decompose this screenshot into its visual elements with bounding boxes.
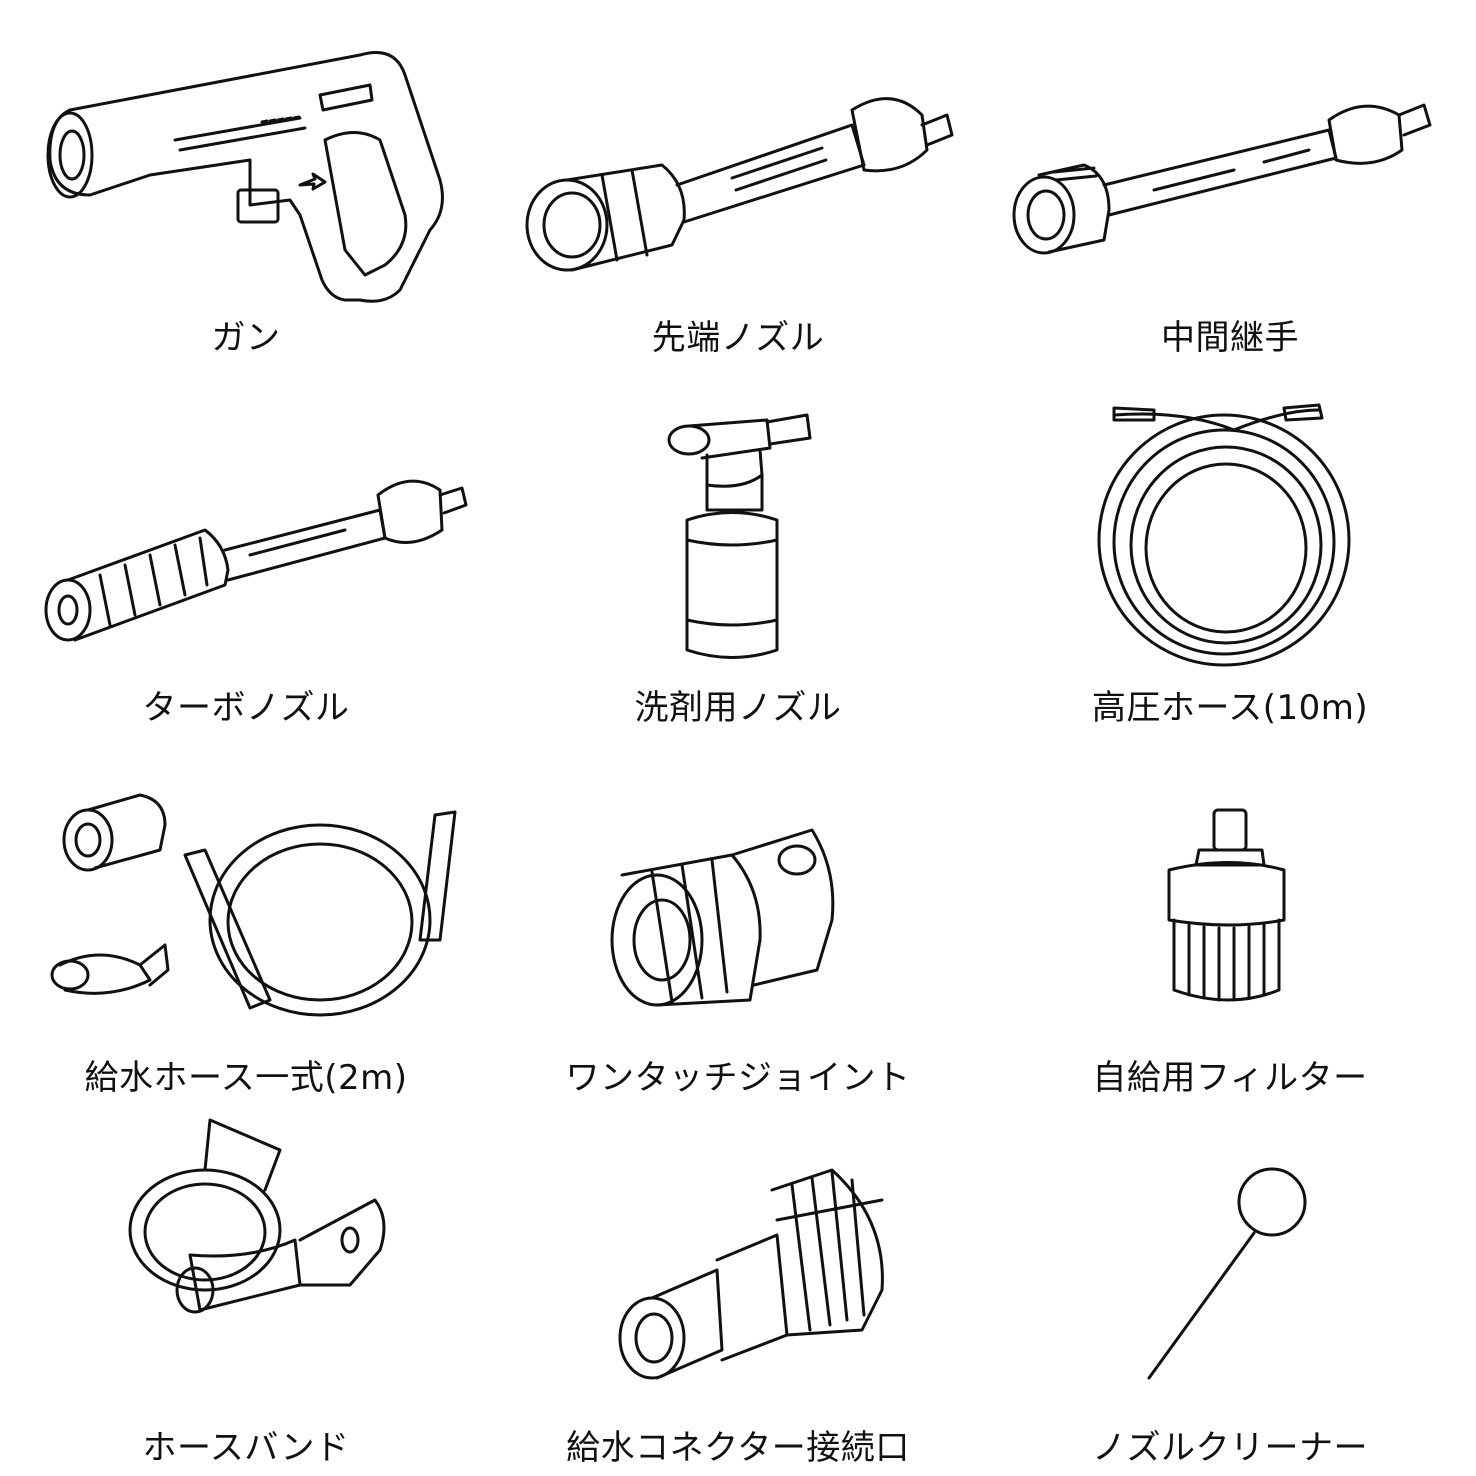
item-label: ホースバンド: [142, 1428, 350, 1468]
item-gun: ガン: [0, 0, 492, 370]
item-intermediate-joint: 中間継手: [984, 0, 1476, 370]
item-detergent-nozzle: 洗剤用ノズル: [492, 370, 984, 740]
tip-nozzle-icon: [492, 0, 984, 310]
item-label: 洗剤用ノズル: [634, 688, 842, 728]
item-label: ターボノズル: [142, 688, 350, 728]
nozzle-cleaner-icon: [984, 1110, 1476, 1420]
self-priming-filter-icon: [984, 740, 1476, 1050]
water-supply-hose-set-icon: [0, 740, 492, 1050]
water-connector-port-icon: [492, 1110, 984, 1420]
item-label: 高圧ホース(10m): [1091, 688, 1369, 728]
turbo-nozzle-icon: [0, 370, 492, 680]
item-label: ノズルクリーナー: [1092, 1428, 1368, 1468]
item-label: 先端ノズル: [651, 318, 825, 358]
spray-gun-icon: [0, 0, 492, 310]
item-label: 給水ホース一式(2m): [84, 1058, 408, 1098]
item-label: ワンタッチジョイント: [565, 1058, 911, 1098]
detergent-nozzle-icon: [492, 370, 984, 680]
item-nozzle-cleaner: ノズルクリーナー: [984, 1110, 1476, 1476]
item-tip-nozzle: 先端ノズル: [492, 0, 984, 370]
hose-band-icon: [0, 1110, 492, 1420]
high-pressure-hose-icon: [984, 370, 1476, 680]
item-water-connector-port: 給水コネクター接続口: [492, 1110, 984, 1476]
intermediate-joint-icon: [984, 0, 1476, 310]
one-touch-joint-icon: [492, 740, 984, 1050]
item-label: ガン: [211, 318, 281, 358]
item-turbo-nozzle: ターボノズル: [0, 370, 492, 740]
item-self-priming-filter: 自給用フィルター: [984, 740, 1476, 1110]
item-label: 自給用フィルター: [1092, 1058, 1368, 1098]
item-one-touch-joint: ワンタッチジョイント: [492, 740, 984, 1110]
item-label: 給水コネクター接続口: [566, 1428, 910, 1468]
item-high-pressure-hose: 高圧ホース(10m): [984, 370, 1476, 740]
item-hose-band: ホースバンド: [0, 1110, 492, 1476]
item-water-supply-hose-set: 給水ホース一式(2m): [0, 740, 492, 1110]
item-label: 中間継手: [1161, 318, 1299, 358]
